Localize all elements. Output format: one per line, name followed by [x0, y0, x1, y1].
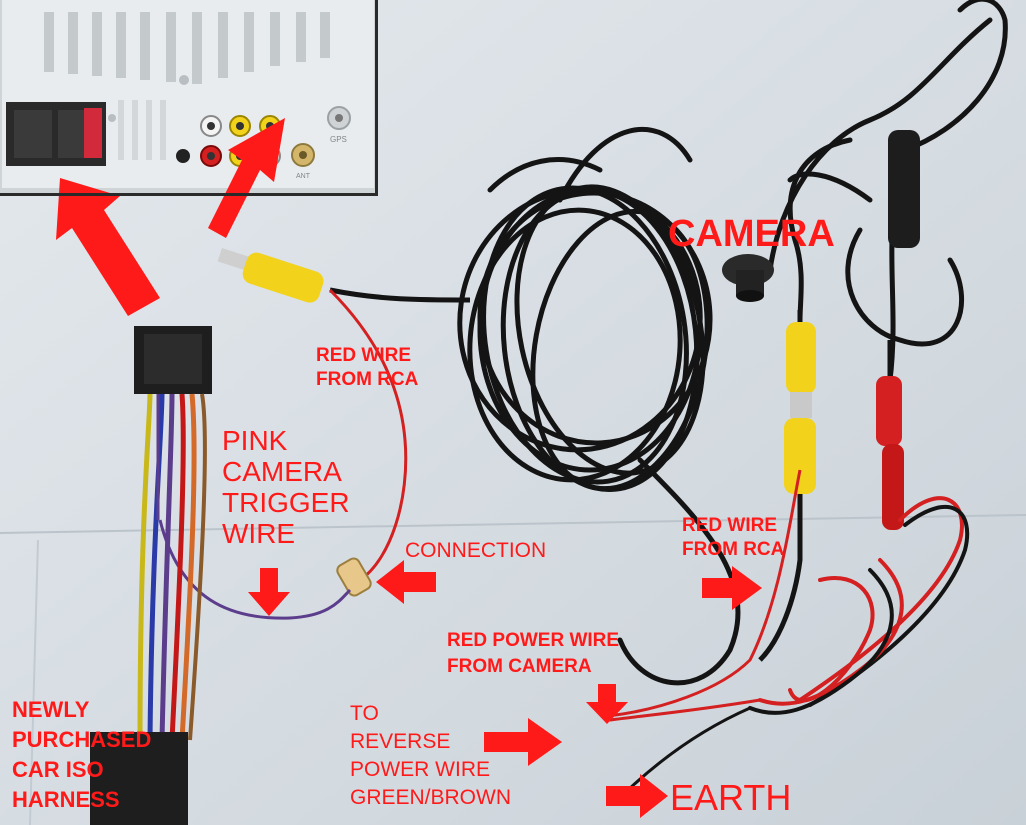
connection-label: CONNECTION: [405, 539, 547, 562]
power-cable-bundle: [608, 496, 970, 792]
camera-extension-cable-coil: [457, 126, 741, 686]
reverse-power-wire-label: TO REVERSE POWER WIRE GREEN/BROWN: [350, 702, 512, 809]
gps-port-label: GPS: [330, 135, 347, 144]
pink-trigger-wire-label: PINK CAMERA TRIGGER WIRE: [222, 425, 350, 549]
stereo-rca-plug: [217, 247, 324, 303]
earth-label: EARTH: [670, 777, 792, 818]
arrow-trigger-down: [248, 568, 290, 616]
annotation-arrows: [56, 118, 762, 818]
red-wire-rca-label-left: RED WIRE FROM RCA: [316, 345, 419, 390]
antenna-port-label: ANT: [296, 173, 311, 180]
red-wire-from-camera-rca: [607, 469, 802, 718]
camera-label: CAMERA: [668, 213, 835, 255]
camera-power-connector: [876, 340, 904, 530]
arrow-red-wire-right: [702, 566, 762, 610]
arrow-earth: [606, 774, 668, 818]
camera-inline-module: [888, 130, 920, 248]
iso-harness-label: NEWLY PURCHASED CAR ISO HARNESS: [12, 697, 152, 812]
iso-harness: [90, 326, 212, 825]
rca-video-cable: [329, 287, 471, 303]
arrow-connection-left: [376, 560, 436, 604]
red-power-wire-label: RED POWER WIRE FROM CAMERA: [447, 630, 620, 677]
arrow-to-reverse: [484, 718, 562, 766]
camera-rca-connector: [758, 310, 816, 662]
red-wire-from-stereo-rca: [328, 288, 408, 582]
surface-seam: [0, 514, 1026, 534]
surface-seam: [29, 539, 39, 825]
arrow-to-iso-connector: [56, 178, 160, 316]
camera-body: [722, 254, 774, 302]
crimp-connector: [336, 557, 372, 597]
red-wire-rca-label-right: RED WIRE FROM RCA: [682, 515, 785, 560]
stereo-rear-panel: GPS ANT: [0, 0, 376, 194]
arrow-power-down: [586, 684, 628, 724]
arrow-to-rca-jack: [208, 118, 285, 238]
